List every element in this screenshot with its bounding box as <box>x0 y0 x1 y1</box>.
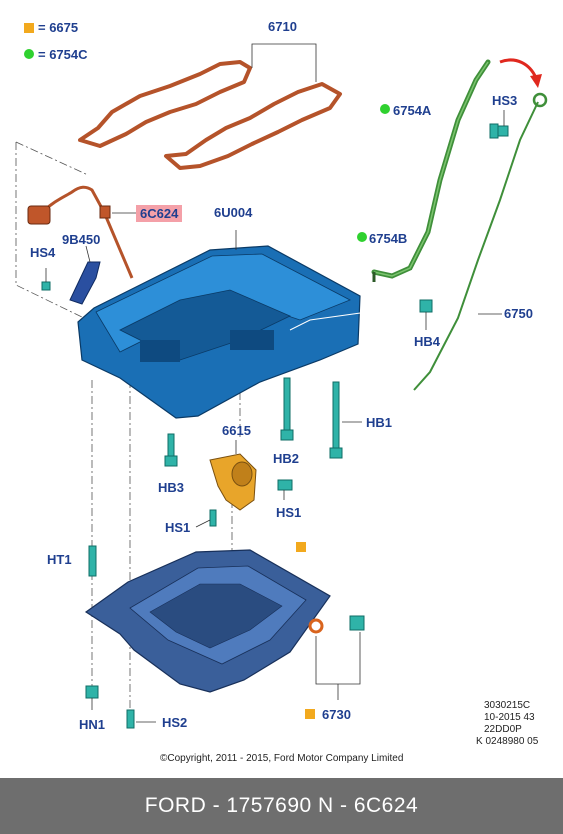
seal-6754c-marker-a <box>380 104 390 114</box>
label-hb2: HB2 <box>273 451 300 466</box>
label-6u004: 6U004 <box>214 205 253 220</box>
bracket-9b450 <box>69 261 101 305</box>
label-hn1: HN1 <box>79 717 106 732</box>
footer-bar: FORD - 1757690 N - 6C624 <box>0 778 563 834</box>
legend-6754c-text: = 6754C <box>38 47 88 62</box>
bolt-hs3 <box>489 110 509 139</box>
gasket-6710-left <box>78 60 252 148</box>
label-6750: 6750 <box>504 306 533 321</box>
label-6c624: 6C624 <box>136 205 183 222</box>
label-hb3: HB3 <box>158 480 185 495</box>
gasket-6710-right <box>164 82 342 170</box>
label-6754a: 6754A <box>393 103 432 118</box>
label-hb1: HB1 <box>366 415 393 430</box>
oil-pickup-6615 <box>209 440 257 511</box>
stud-ht1 <box>88 545 97 577</box>
copyright-text: ©Copyright, 2011 - 2015, Ford Motor Comp… <box>160 753 404 764</box>
label-6710: 6710 <box>268 19 297 34</box>
bolt-hs1-b <box>277 479 293 500</box>
ref-line-2: 10-2015 43 <box>484 712 535 723</box>
sensor-6c624-wire <box>38 185 134 279</box>
label-ht1: HT1 <box>47 552 72 567</box>
legend-square-icon <box>24 23 34 33</box>
oil-pan-upper-6u004 <box>77 230 383 419</box>
legend-6675-text: = 6675 <box>38 20 79 35</box>
label-6730-square-icon <box>305 709 315 719</box>
dipstick-6750 <box>413 101 539 391</box>
bolt-hb1 <box>329 381 362 459</box>
label-hs4: HS4 <box>30 245 56 260</box>
footer-part-number: FORD - 1757690 N - 6C624 <box>144 794 419 817</box>
drain-plug-6730 <box>308 615 365 700</box>
label-6615: 6615 <box>222 423 251 438</box>
gasket-6675-marker <box>296 542 306 552</box>
ref-line-1: 3030215C <box>484 700 531 711</box>
bolt-hs2 <box>126 709 156 729</box>
bolt-hs1-a <box>195 509 217 528</box>
bolt-hb2 <box>280 377 294 441</box>
label-hb4: HB4 <box>414 334 441 349</box>
label-hs1-right: HS1 <box>276 505 302 520</box>
bolt-hb3 <box>164 433 178 467</box>
oil-pan-lower <box>84 549 331 693</box>
label-6730: 6730 <box>322 707 351 722</box>
exploded-parts-drawing <box>15 43 548 729</box>
seal-6754c-marker-b <box>357 232 367 242</box>
rotation-arrow <box>499 58 538 79</box>
bolt-hs4 <box>41 268 51 291</box>
label-hs2: HS2 <box>162 715 188 730</box>
label-hs3: HS3 <box>492 93 518 108</box>
bolt-hb4 <box>419 299 433 330</box>
ref-line-4: K 0248980 05 <box>476 736 539 747</box>
legend-circle-icon <box>24 49 34 59</box>
label-hs1-left: HS1 <box>165 520 191 535</box>
nut-hn1 <box>85 685 99 710</box>
reference-block: 3030215C 10-2015 43 22DD0P K 0248980 05 <box>476 700 538 748</box>
ref-line-3: 22DD0P <box>484 724 522 735</box>
label-6754b: 6754B <box>369 231 408 246</box>
label-9b450: 9B450 <box>62 232 101 247</box>
